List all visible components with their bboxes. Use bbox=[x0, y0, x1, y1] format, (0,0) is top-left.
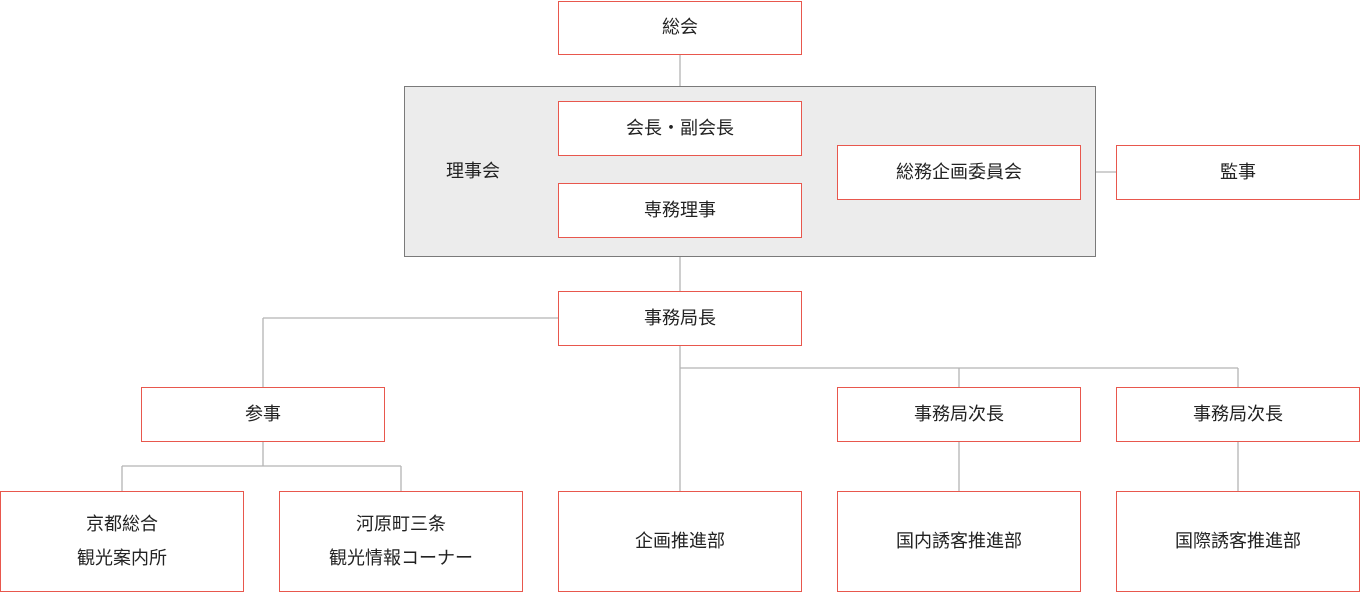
node-secretary-general: 事務局長 bbox=[558, 291, 802, 346]
node-general-assembly: 総会 bbox=[558, 1, 802, 55]
node-auditor: 監事 bbox=[1116, 145, 1360, 200]
node-domestic-dept-label: 国内誘客推進部 bbox=[896, 530, 1022, 552]
node-kyoto-info-center-line-1: 京都総合 bbox=[86, 513, 158, 535]
node-counselor-label: 参事 bbox=[245, 403, 281, 425]
node-kyoto-info-center-line-2: 観光案内所 bbox=[77, 547, 167, 569]
node-deputy-secretary-general-2-label: 事務局次長 bbox=[1193, 403, 1283, 425]
node-kawaramachi-info-corner-line-2: 観光情報コーナー bbox=[329, 547, 473, 569]
node-planning-dept: 企画推進部 bbox=[558, 491, 802, 592]
board-label: 理事会 bbox=[446, 161, 500, 182]
node-executive-director-label: 専務理事 bbox=[644, 199, 716, 221]
node-kawaramachi-info-corner: 河原町三条 観光情報コーナー bbox=[279, 491, 523, 592]
node-kawaramachi-info-corner-line-1: 河原町三条 bbox=[356, 513, 446, 535]
node-general-affairs-committee-label: 総務企画委員会 bbox=[896, 161, 1022, 183]
node-chair: 会長・副会長 bbox=[558, 101, 802, 156]
node-secretary-general-label: 事務局長 bbox=[644, 307, 716, 329]
node-planning-dept-label: 企画推進部 bbox=[635, 530, 725, 552]
node-general-affairs-committee: 総務企画委員会 bbox=[837, 145, 1081, 200]
node-kyoto-info-center: 京都総合 観光案内所 bbox=[0, 491, 244, 592]
node-executive-director: 専務理事 bbox=[558, 183, 802, 238]
node-international-dept-label: 国際誘客推進部 bbox=[1175, 530, 1301, 552]
node-international-dept: 国際誘客推進部 bbox=[1116, 491, 1360, 592]
node-deputy-secretary-general-1-label: 事務局次長 bbox=[914, 403, 1004, 425]
node-general-assembly-label: 総会 bbox=[662, 17, 698, 38]
node-auditor-label: 監事 bbox=[1220, 161, 1256, 183]
node-counselor: 参事 bbox=[141, 387, 385, 442]
node-deputy-secretary-general-2: 事務局次長 bbox=[1116, 387, 1360, 442]
node-domestic-dept: 国内誘客推進部 bbox=[837, 491, 1081, 592]
node-deputy-secretary-general-1: 事務局次長 bbox=[837, 387, 1081, 442]
node-chair-label: 会長・副会長 bbox=[626, 117, 734, 139]
